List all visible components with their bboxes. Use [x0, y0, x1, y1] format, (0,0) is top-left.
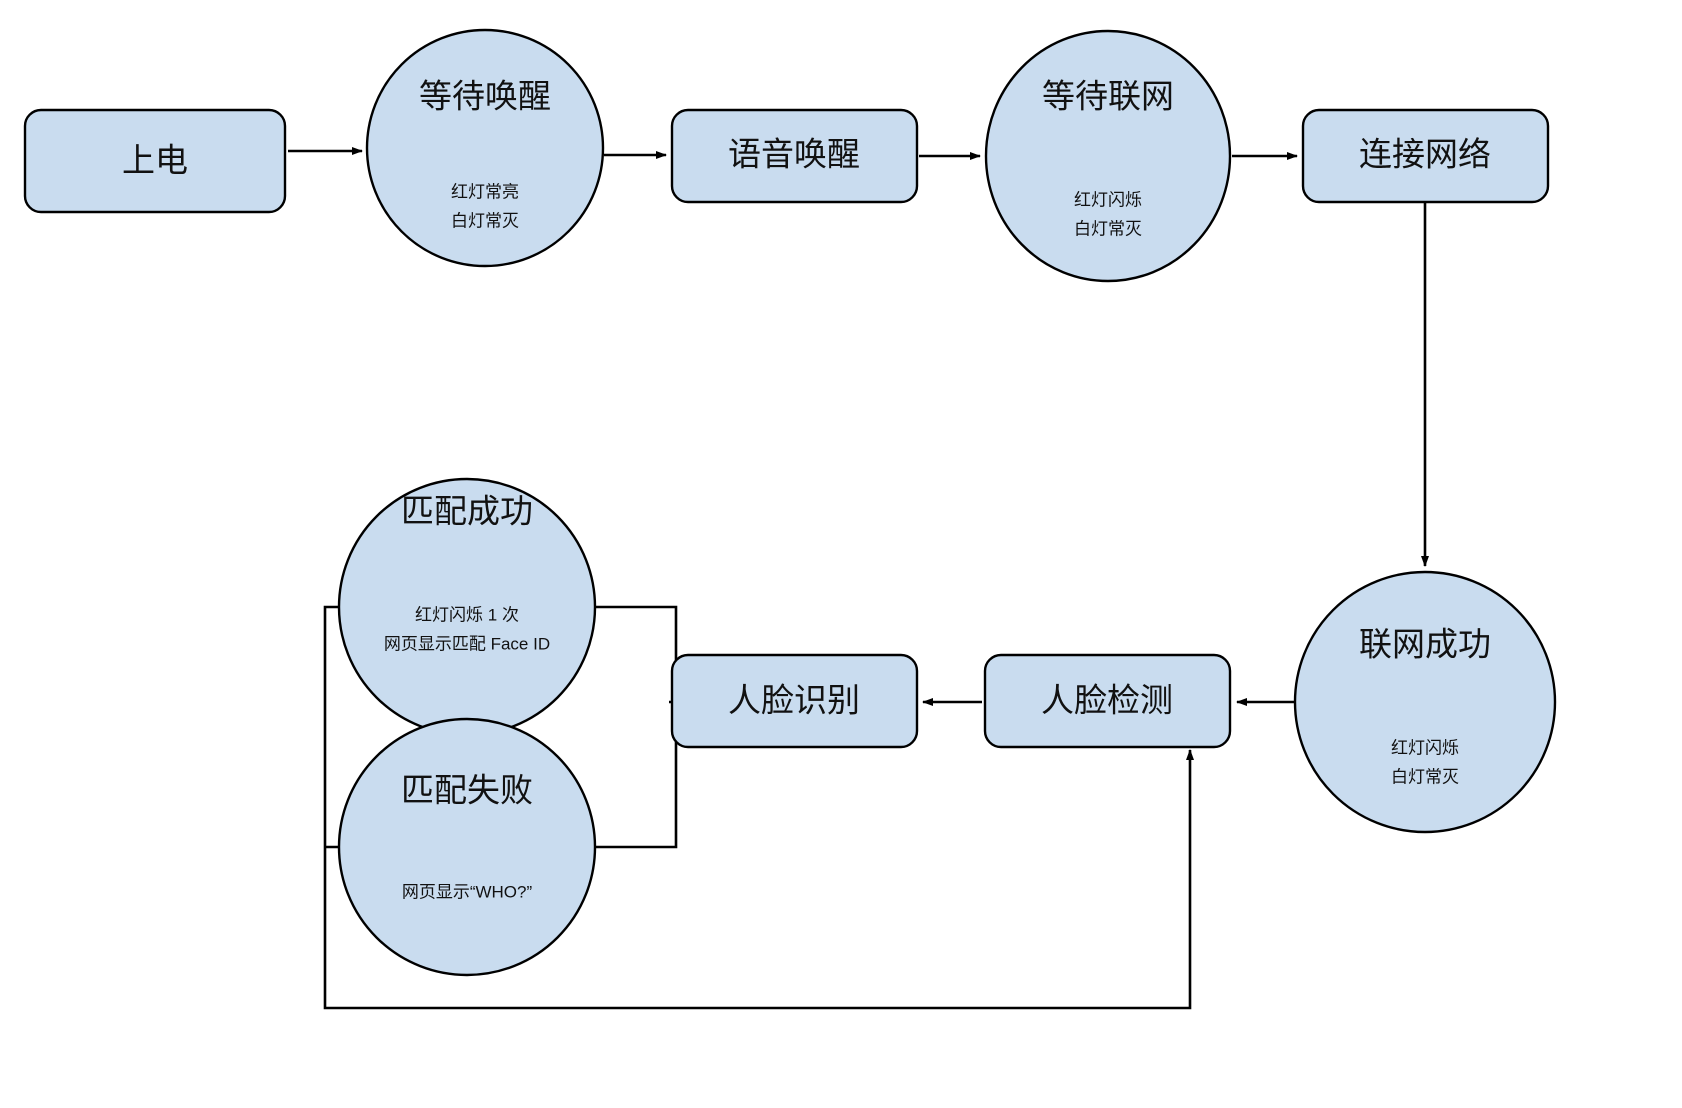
wait-wakeup-sub-line-1: 红灯常亮 — [451, 182, 519, 201]
connect-network-label: 连接网络 — [1359, 136, 1491, 173]
match-success-label: 匹配成功 — [401, 493, 533, 530]
power-on-label: 上电 — [122, 142, 188, 179]
network-success-sub-line-2: 白灯常灭 — [1391, 767, 1459, 786]
wait-network-label: 等待联网 — [1042, 78, 1174, 115]
face-recognize-shape[interactable] — [670, 653, 919, 749]
power-on-shape[interactable] — [23, 108, 287, 214]
match-fail-shape[interactable] — [337, 717, 597, 977]
wait-wakeup-sub-line-2: 白灯常灭 — [451, 211, 519, 230]
node-connect-network[interactable]: 连接网络 — [1301, 108, 1550, 204]
network-success-shape[interactable] — [1293, 570, 1557, 834]
match-success-sub-line-2: 网页显示匹配 Face ID — [384, 634, 550, 653]
face-detect-shape[interactable] — [983, 653, 1232, 749]
wait-network-shape[interactable] — [984, 29, 1232, 283]
node-match-success[interactable]: 匹配成功 红灯闪烁 1 次 网页显示匹配 Face ID — [337, 477, 597, 737]
node-power-on[interactable]: 上电 — [23, 108, 287, 214]
node-face-recognize[interactable]: 人脸识别 — [670, 653, 919, 749]
node-voice-wakeup[interactable]: 语音唤醒 — [670, 108, 919, 204]
match-success-sub-line-1: 红灯闪烁 1 次 — [415, 605, 519, 624]
wait-network-sub-line-1: 红灯闪烁 — [1074, 190, 1142, 209]
node-match-fail[interactable]: 匹配失败 网页显示“WHO?” — [337, 717, 597, 977]
network-success-sub-line-1: 红灯闪烁 — [1391, 738, 1459, 757]
wait-wakeup-label: 等待唤醒 — [419, 78, 551, 115]
match-fail-sub-line-1: 网页显示“WHO?” — [402, 882, 533, 901]
nodes-layer: 上电 等待唤醒 红灯常亮 白灯常灭 语音唤醒 等待联网 红灯闪烁 白灯常灭 — [23, 28, 1557, 977]
network-success-label: 联网成功 — [1359, 626, 1491, 663]
face-detect-label: 人脸检测 — [1041, 682, 1173, 719]
connect-network-shape[interactable] — [1301, 108, 1550, 204]
node-network-success[interactable]: 联网成功 红灯闪烁 白灯常灭 — [1293, 570, 1557, 834]
node-wait-network[interactable]: 等待联网 红灯闪烁 白灯常灭 — [984, 29, 1232, 283]
edge-face-recognize-to-match-results — [592, 605, 678, 849]
wait-wakeup-shape[interactable] — [365, 28, 605, 268]
voice-wakeup-shape[interactable] — [670, 108, 919, 204]
node-face-detect[interactable]: 人脸检测 — [983, 653, 1232, 749]
wait-network-sub-line-2: 白灯常灭 — [1074, 219, 1142, 238]
node-wait-wakeup[interactable]: 等待唤醒 红灯常亮 白灯常灭 — [365, 28, 605, 268]
match-fail-label: 匹配失败 — [401, 772, 533, 809]
voice-wakeup-label: 语音唤醒 — [728, 136, 860, 173]
face-recognize-label: 人脸识别 — [728, 682, 860, 719]
